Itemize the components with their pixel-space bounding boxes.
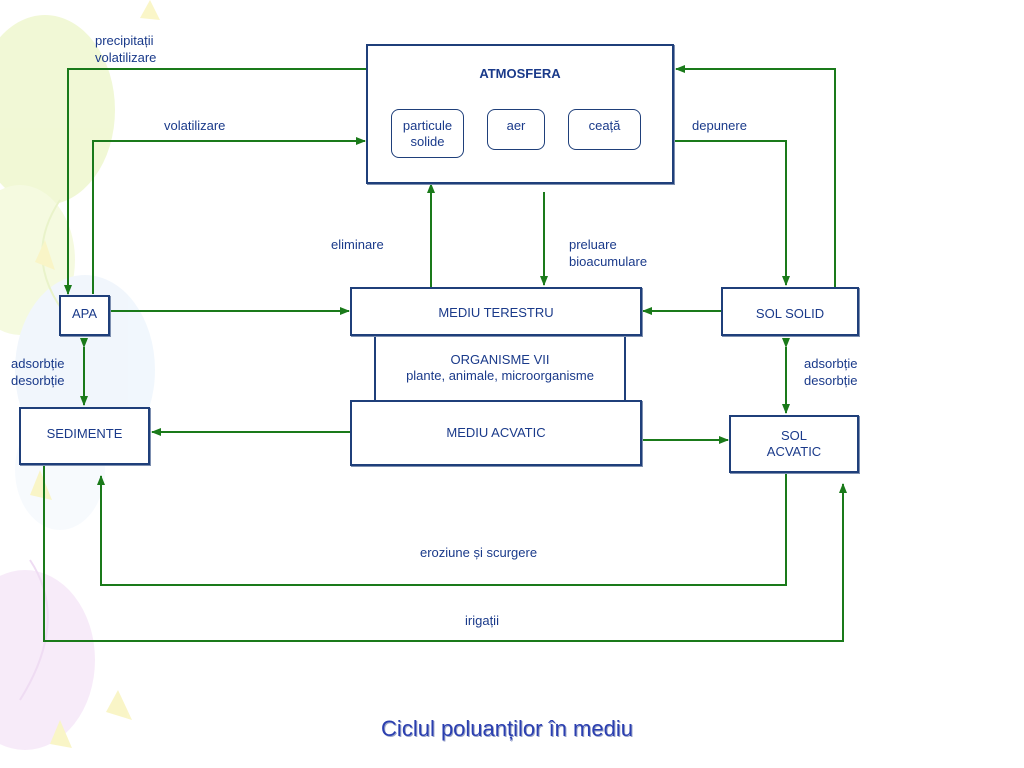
arrow-atmosfera-to-apa [64, 68, 367, 295]
label-volatilizare: volatilizare [164, 118, 226, 133]
arrow-atmosfera-to-solsolid [674, 140, 790, 286]
arrow-apa-to-atmosfera [92, 137, 366, 294]
particule-solide-node: particule solide [391, 109, 464, 158]
arrow-solsolid-to-atmosfera [675, 65, 836, 287]
slide-title: Ciclul poluanților în mediu [381, 716, 633, 741]
label-depunere: depunere [692, 118, 747, 133]
label-adsorbtie-left: adsorbție desorbție [11, 356, 65, 388]
sol-acvatic-box: SOL ACVATIC [729, 415, 859, 473]
arrow-eroziune [97, 473, 787, 586]
mediu-terestru-box: MEDIU TERESTRU [350, 287, 642, 336]
arrow-irigatii [43, 465, 847, 642]
label-adsorbtie-right: adsorbție desorbție [804, 356, 858, 388]
label-irigatii: irigații [465, 613, 499, 628]
sedimente-box: SEDIMENTE [19, 407, 150, 465]
mediu-acvatic-box: MEDIU ACVATIC [350, 400, 642, 466]
apa-box: APA [59, 295, 110, 336]
organisme-box: ORGANISME VII plante, animale, microorga… [374, 333, 626, 403]
label-eliminare: eliminare [331, 237, 384, 252]
atmosfera-label: ATMOSFERA [479, 66, 561, 81]
label-eroziune: eroziune și scurgere [420, 545, 538, 560]
label-precipitatii: precipitații volatilizare [95, 33, 157, 65]
sol-solid-box: SOL SOLID [721, 287, 859, 336]
ceata-node: ceață [568, 109, 641, 150]
aer-node: aer [487, 109, 545, 150]
label-preluare: preluare bioacumulare [569, 237, 648, 269]
